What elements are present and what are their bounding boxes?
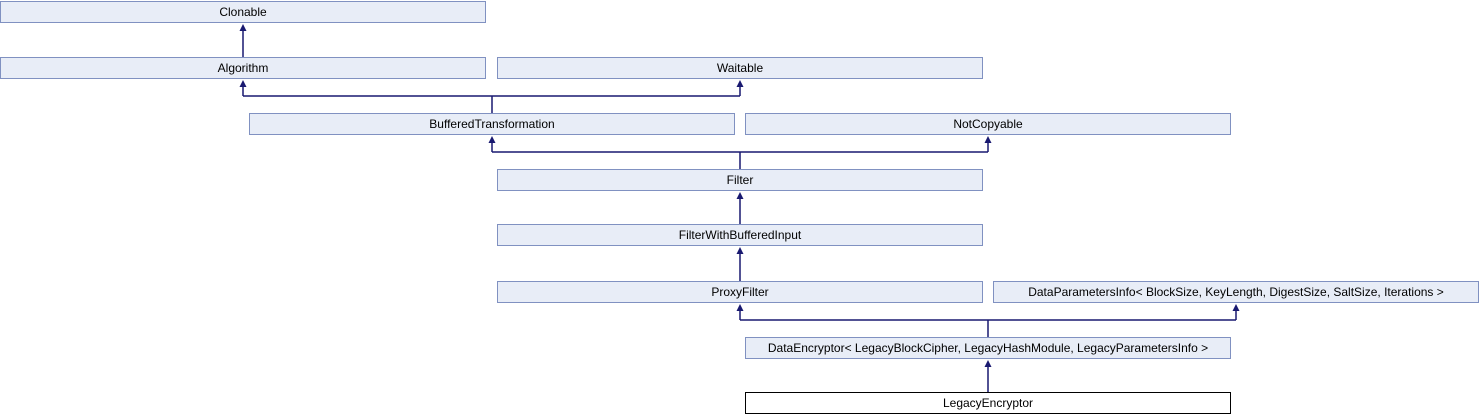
- class-node-filter[interactable]: Filter: [497, 169, 983, 191]
- class-node-bufferedtransformation[interactable]: BufferedTransformation: [249, 113, 735, 135]
- class-node-waitable[interactable]: Waitable: [497, 57, 983, 79]
- class-node-algorithm[interactable]: Algorithm: [0, 57, 486, 79]
- arrow-proxyfilter-to-filterwithbufferedinput: [736, 247, 744, 281]
- class-node-clonable[interactable]: Clonable: [0, 1, 486, 23]
- class-node-notcopyable[interactable]: NotCopyable: [745, 113, 1231, 135]
- class-node-dataencryptor[interactable]: DataEncryptor< LegacyBlockCipher, Legacy…: [745, 337, 1231, 359]
- class-node-dataparametersinfo[interactable]: DataParametersInfo< BlockSize, KeyLength…: [993, 281, 1479, 303]
- class-node-filterwithbufferedinput[interactable]: FilterWithBufferedInput: [497, 224, 983, 246]
- class-node-proxyfilter[interactable]: ProxyFilter: [497, 281, 983, 303]
- arrow-filterwithbufferedinput-to-filter: [736, 192, 744, 224]
- arrow-filter-to-bufferedtransformation-notcopyable: [488, 136, 992, 169]
- arrow-legacyencryptor-to-dataencryptor: [984, 360, 992, 392]
- arrow-algorithm-to-clonable: [239, 24, 247, 57]
- arrow-bufferedtransformation-to-algorithm-waitable: [239, 80, 744, 113]
- arrow-dataencryptor-to-proxyfilter-dataparametersinfo: [736, 304, 1240, 337]
- class-node-legacyencryptor: LegacyEncryptor: [745, 392, 1231, 414]
